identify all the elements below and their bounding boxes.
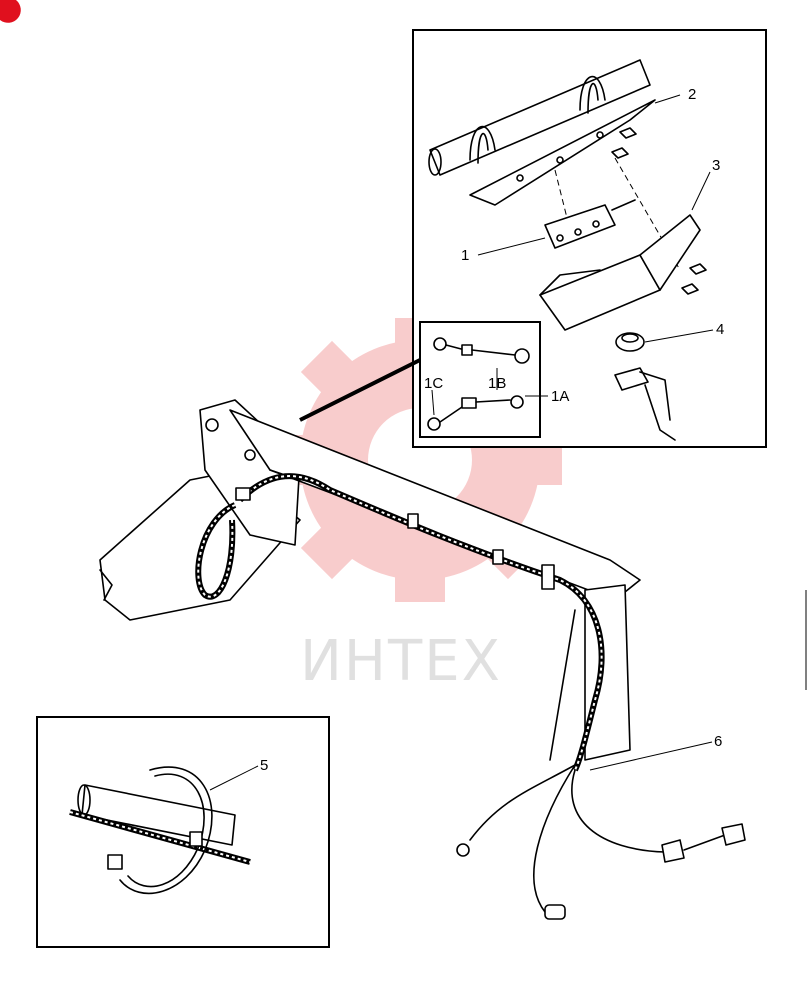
callout-6: 6 [714,733,722,750]
lead-assembly [427,337,530,431]
callout-1a: 1A [551,388,569,405]
callout-5: 5 [260,757,268,774]
callout-1c: 1C [424,375,443,392]
corner-badge [0,0,21,23]
callout-1: 1 [461,247,469,264]
strap-detail [69,766,251,895]
callout-2: 2 [688,86,696,103]
detail-frame-leads [419,321,541,438]
cable-harness [195,473,746,920]
inset-leader [299,358,421,422]
watermark-text: ИНТЕХ [300,629,502,694]
callout-4: 4 [716,321,724,338]
mounting-detail [428,59,707,441]
callout-3: 3 [712,157,720,174]
callout-1b: 1B [488,375,506,392]
leader-lines [209,94,714,791]
